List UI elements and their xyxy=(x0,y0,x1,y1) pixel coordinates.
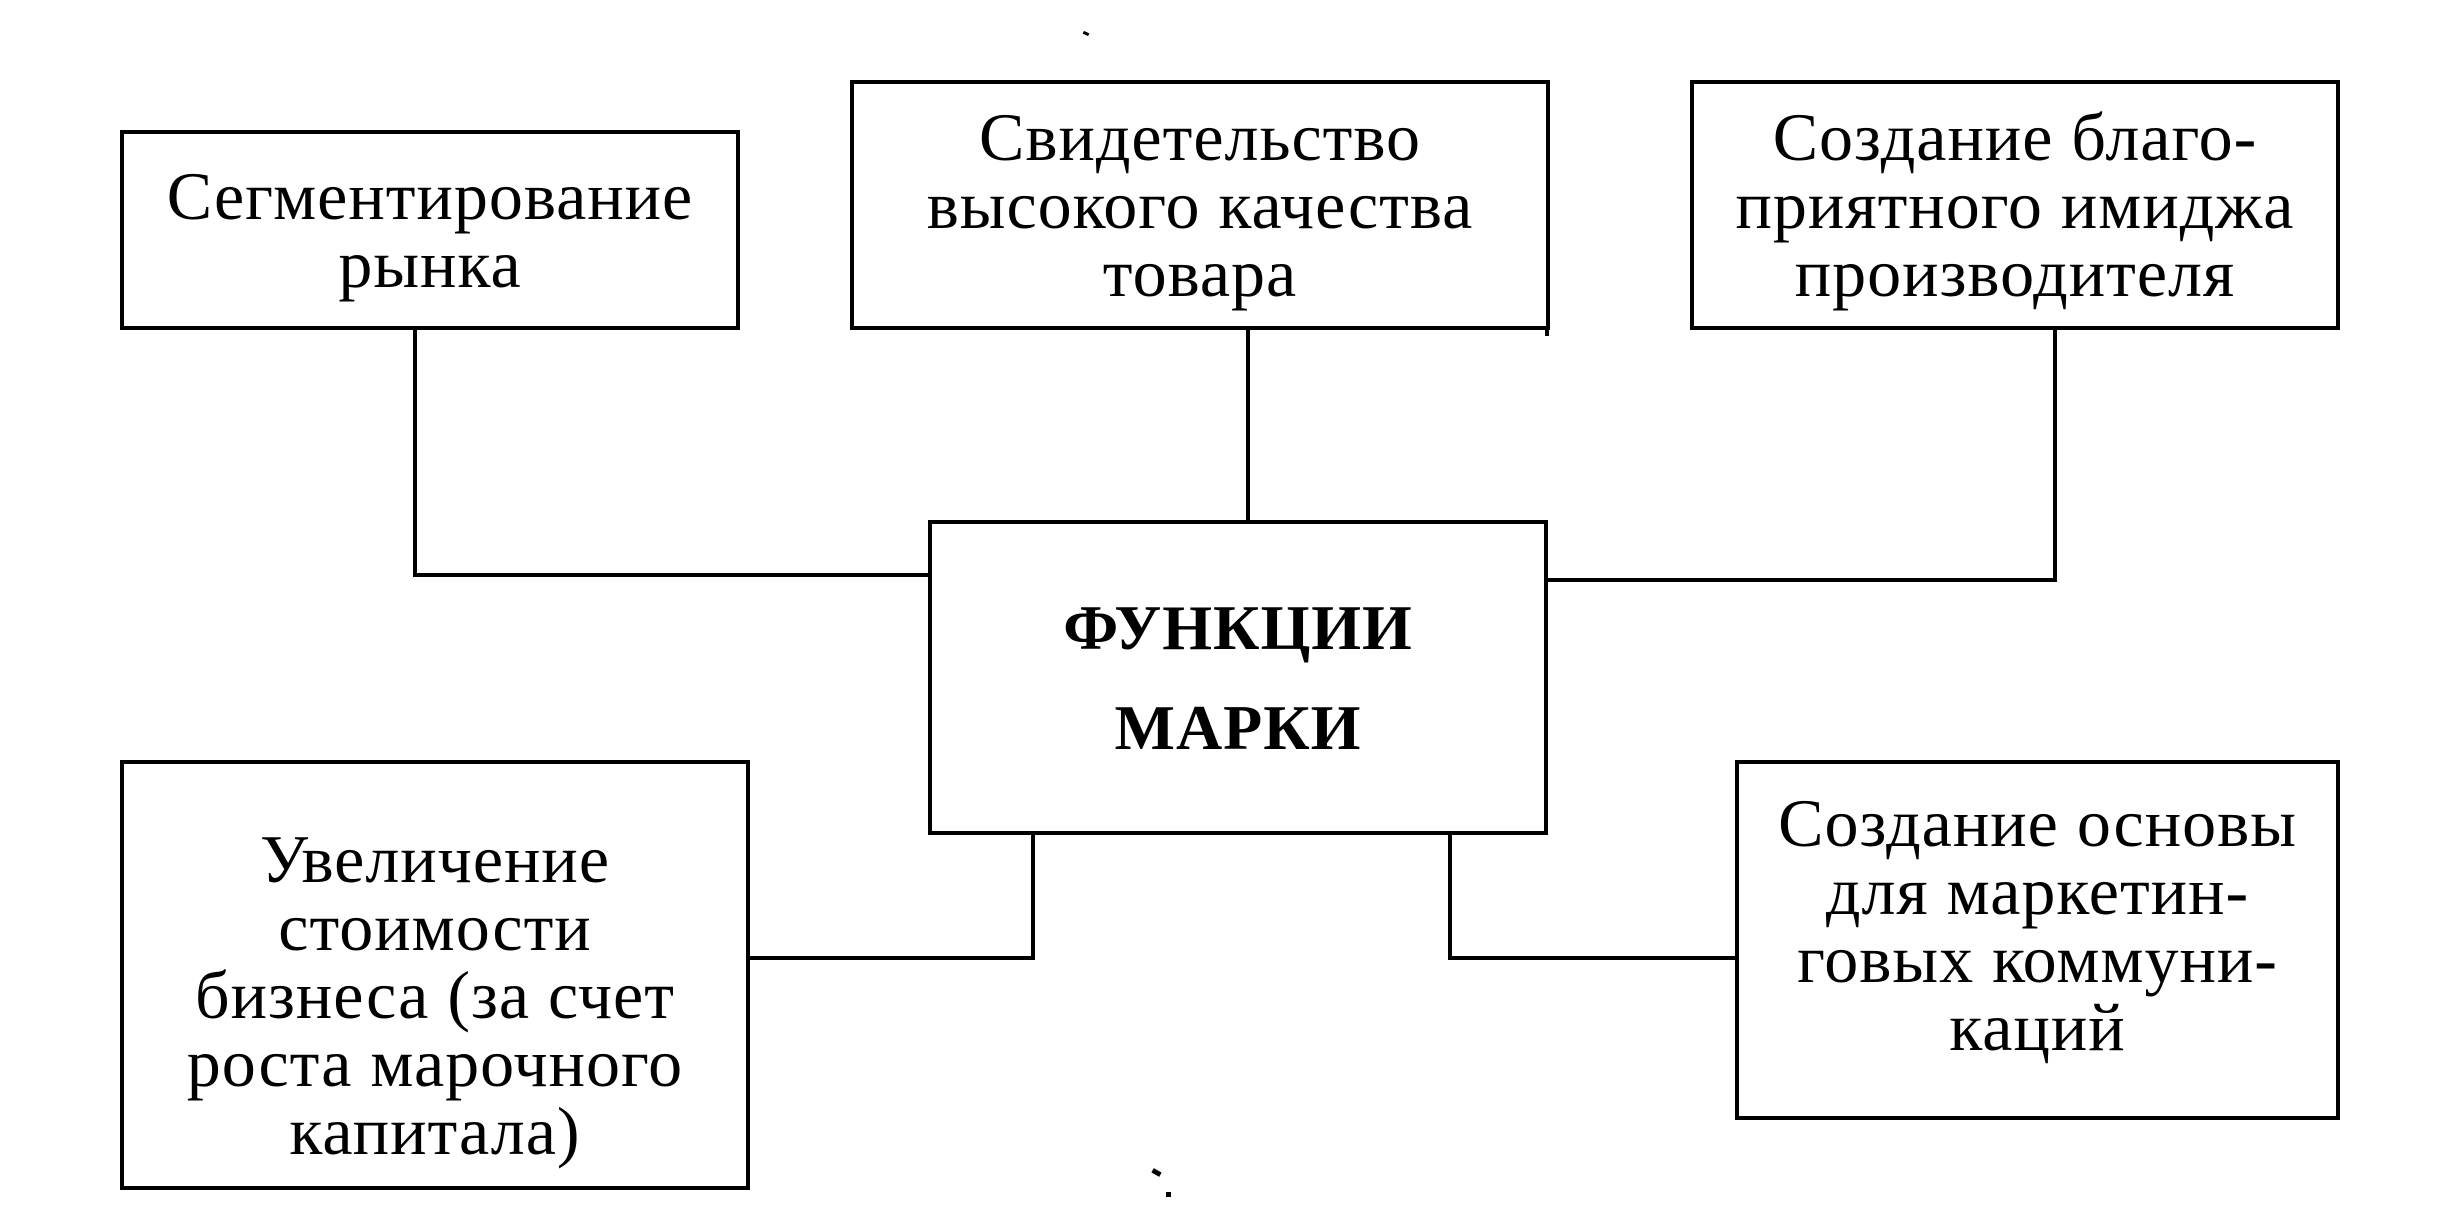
scan-speck xyxy=(1545,330,1549,336)
node-producer-image-label: Создание благо- приятного имиджа произво… xyxy=(1735,99,2295,311)
node-marketing-communications-label: Создание основы для маркетин- говых комм… xyxy=(1778,785,2297,1065)
scan-speck xyxy=(1166,1192,1171,1197)
node-market-segmentation-label: Сегментирование рынка xyxy=(166,158,694,302)
node-business-value: Увеличение стоимости бизнеса (за счет ро… xyxy=(120,760,750,1190)
node-market-segmentation: Сегментирование рынка xyxy=(120,130,740,330)
connector-image xyxy=(1548,330,2057,582)
center-title: ФУНКЦИИ МАРКИ xyxy=(1063,592,1413,763)
node-quality-evidence: Свидетельство высокого качества товара xyxy=(850,80,1550,330)
node-marketing-communications: Создание основы для маркетин- говых комм… xyxy=(1735,760,2340,1120)
node-business-value-label: Увеличение стоимости бизнеса (за счет ро… xyxy=(186,821,684,1169)
node-brand-functions-center: ФУНКЦИИ МАРКИ xyxy=(928,520,1548,835)
connector-communications xyxy=(1448,835,1735,960)
node-producer-image: Создание благо- приятного имиджа произво… xyxy=(1690,80,2340,330)
connector-value xyxy=(750,835,1035,960)
connector-segmentation xyxy=(413,330,928,577)
node-quality-evidence-label: Свидетельство высокого качества товара xyxy=(926,99,1474,311)
